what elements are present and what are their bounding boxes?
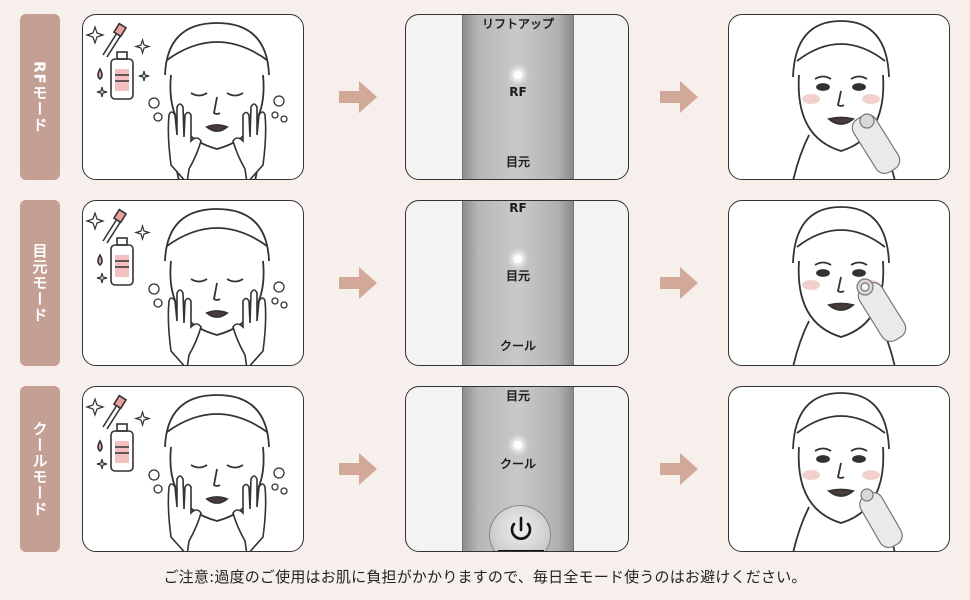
mode-row-rf: RFモード bbox=[0, 14, 970, 182]
dropper-serum-icon bbox=[85, 394, 152, 472]
before-illustration-panel bbox=[82, 386, 304, 552]
device-mid-label: RF bbox=[509, 85, 527, 99]
device-head: リフトアップ RF 目元 bbox=[462, 15, 574, 179]
before-illustration-panel bbox=[82, 14, 304, 180]
device-panel: 目元 クール bbox=[405, 386, 629, 552]
power-underline bbox=[498, 550, 544, 551]
device-panel: RF 目元 クール bbox=[405, 200, 629, 366]
active-light-indicator bbox=[514, 441, 522, 449]
after-illustration-panel bbox=[728, 14, 950, 180]
mode-tab-rf: RFモード bbox=[20, 14, 60, 180]
right-arrow-icon bbox=[339, 267, 377, 299]
mode-tab-label: クールモード bbox=[30, 421, 49, 517]
device-wand-icon bbox=[851, 113, 901, 174]
dropper-serum-icon bbox=[85, 22, 152, 100]
active-light-indicator bbox=[514, 255, 522, 263]
mode-tab-label: 目元モード bbox=[30, 243, 49, 323]
mode-row-cool: クールモード bbox=[0, 386, 970, 554]
active-light-indicator bbox=[514, 71, 522, 79]
dropper-serum-icon bbox=[85, 208, 152, 286]
after-illustration-panel bbox=[728, 386, 950, 552]
device-top-label: RF bbox=[509, 201, 527, 215]
device-mid-label: クール bbox=[499, 457, 536, 471]
before-illustration-panel bbox=[82, 200, 304, 366]
face-treatment-illustration bbox=[792, 392, 903, 551]
power-button[interactable] bbox=[489, 505, 551, 551]
mode-tab-eye: 目元モード bbox=[20, 200, 60, 366]
mode-row-eye: 目元モード bbox=[0, 200, 970, 368]
power-icon bbox=[510, 516, 532, 540]
right-arrow-icon bbox=[660, 453, 698, 485]
device-bottom-label: クール bbox=[499, 339, 536, 353]
face-icon bbox=[792, 20, 896, 179]
face-washing-illustration bbox=[85, 394, 288, 551]
device-mid-label: 目元 bbox=[505, 269, 530, 283]
device-bottom-label: 目元 bbox=[505, 155, 530, 169]
device-head: RF 目元 クール bbox=[462, 201, 574, 365]
device-wand-icon bbox=[859, 488, 903, 549]
face-washing-illustration bbox=[85, 22, 288, 179]
device-wand-icon bbox=[856, 278, 907, 342]
right-arrow-icon bbox=[660, 267, 698, 299]
face-treatment-illustration bbox=[792, 20, 901, 179]
right-arrow-icon bbox=[339, 453, 377, 485]
right-arrow-icon bbox=[660, 81, 698, 113]
face-treatment-illustration bbox=[792, 206, 907, 365]
mode-tab-label: RFモード bbox=[30, 61, 49, 133]
device-head: 目元 クール bbox=[462, 387, 574, 551]
after-illustration-panel bbox=[728, 200, 950, 366]
device-top-label: リフトアップ bbox=[481, 17, 554, 31]
device-top-label: 目元 bbox=[505, 389, 530, 403]
mode-tab-cool: クールモード bbox=[20, 386, 60, 552]
caution-note: ご注意:過度のご使用はお肌に負担がかかりますので、毎日全モード使うのはお避けくだ… bbox=[163, 568, 807, 586]
face-washing-illustration bbox=[85, 208, 288, 365]
face-icon bbox=[164, 208, 270, 336]
right-arrow-icon bbox=[339, 81, 377, 113]
face-icon bbox=[164, 394, 270, 522]
device-panel: リフトアップ RF 目元 bbox=[405, 14, 629, 180]
face-icon bbox=[164, 22, 270, 179]
